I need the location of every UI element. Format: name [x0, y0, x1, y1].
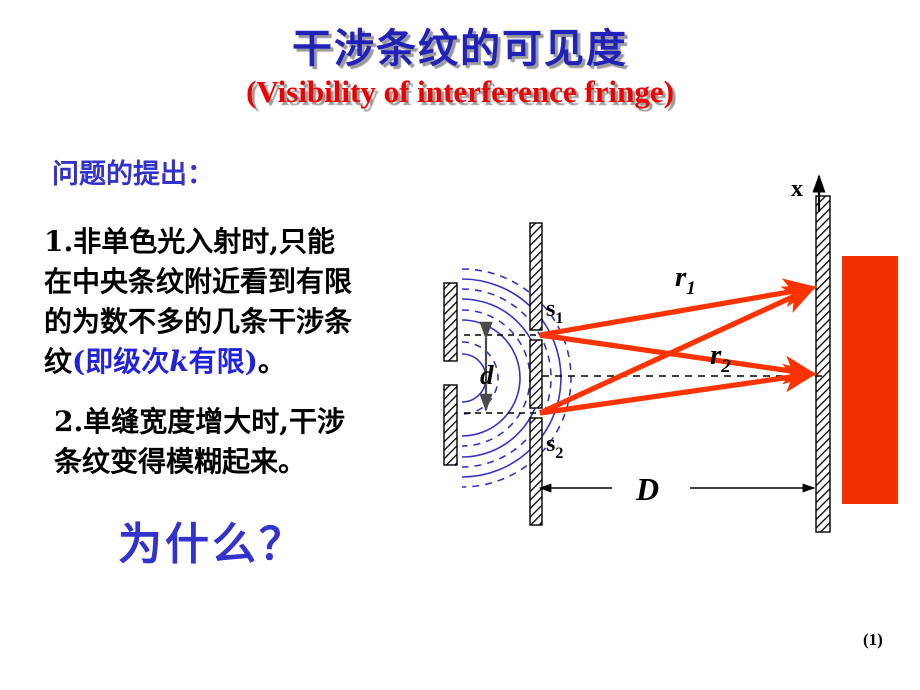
- list-item-1-text: 非单色光入射时,只能在中央条纹附近看到有限的为数不多的几条干涉条纹: [44, 225, 353, 378]
- screen-distance-label: D: [635, 471, 659, 507]
- double-slit-plate: [529, 222, 543, 526]
- slide-title-block: 干涉条纹的可见度 (Visibility of interference fri…: [0, 26, 920, 110]
- why-question-text: 为什么？: [118, 519, 306, 570]
- page-number: (1): [863, 630, 883, 649]
- ray-s2-to-upper: [538, 285, 817, 416]
- optical-axis-dashed: [464, 334, 824, 414]
- list-item-2: 2.单缝宽度增大时,干涉条纹变得模糊起来。: [54, 402, 364, 482]
- page-title-chinese: 干涉条纹的可见度: [292, 25, 628, 72]
- source-plate: [443, 282, 458, 466]
- page-title-english: (Visibility of interference fringe): [246, 74, 674, 109]
- list-item-1-number: 1.: [44, 225, 74, 258]
- ray-s1-to-lower: [539, 332, 818, 385]
- light-rays: [538, 278, 818, 416]
- list-item-1-note-variable: k: [169, 345, 189, 378]
- list-item-1-note-open: (即级次: [72, 345, 170, 378]
- axis-x-label: x: [791, 176, 803, 202]
- list-item-2-number: 2.: [54, 405, 84, 438]
- ray1-label: r1: [675, 261, 696, 299]
- ray-s2-to-lower: [539, 363, 818, 416]
- ray2-subscript: 2: [720, 356, 731, 377]
- section-heading-question: 问题的提出：: [52, 159, 214, 190]
- list-item-1-note-close: 有限): [188, 345, 258, 378]
- slit-separation-label: d: [480, 360, 494, 390]
- slit2-label: s2: [546, 431, 563, 462]
- observation-screen: [815, 195, 831, 533]
- fringe-pattern-block: [842, 256, 898, 504]
- slit1-label: s1: [546, 296, 563, 327]
- slit2-subscript: 2: [555, 445, 563, 462]
- double-slit-diagram: x d r1 r2 s1 s2: [420, 168, 920, 536]
- ray2-label: r2: [710, 339, 731, 377]
- slit1-subscript: 1: [555, 310, 563, 327]
- list-item-1: 1.非单色光入射时,只能在中央条纹附近看到有限的为数不多的几条干涉条纹(即级次k…: [44, 222, 354, 382]
- ray-s1-to-upper: [539, 278, 818, 338]
- list-item-2-text: 单缝宽度增大时,干涉条纹变得模糊起来。: [54, 405, 345, 478]
- ray1-subscript: 1: [686, 278, 696, 299]
- list-item-1-period: 。: [257, 345, 286, 378]
